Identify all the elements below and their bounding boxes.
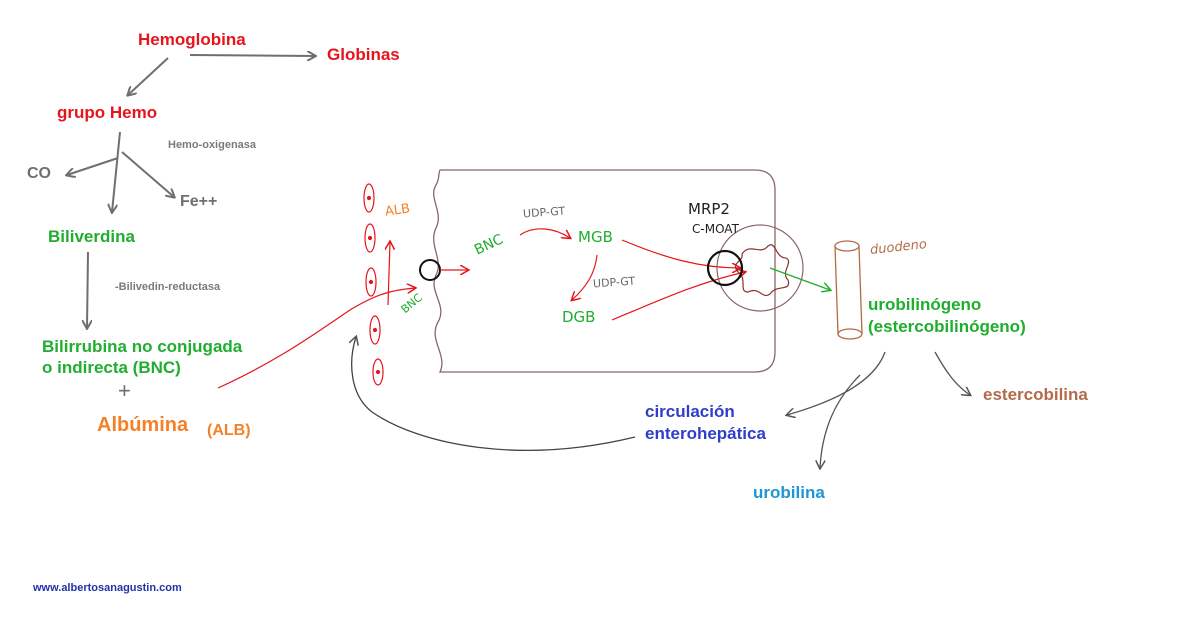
website-link[interactable]: www.albertosanagustin.com [33,582,182,594]
arrow-mgb-mrp2 [621,239,740,268]
arrow-hemoglobina-globinas [189,55,315,56]
arrow-mgb-dgb [572,254,598,300]
hw-cmoat: C-MOAT [692,222,739,236]
label-fe: Fe++ [180,193,218,210]
label-globinas: Globinas [327,45,400,64]
arrow-to-fe [121,151,174,197]
hepatocyte-cell [433,169,776,373]
transporter-circle [419,259,441,281]
arrow-alb-up [388,242,390,306]
canaliculus-inner [734,244,790,296]
label-hemo-oxigenasa: Hemo-oxigenasa [168,139,257,151]
label-circulacion: circulación [645,402,735,421]
hw-mrp2: MRP2 [688,200,730,218]
label-hemoglobina: Hemoglobina [138,30,246,49]
arrow-dgb-mrp2 [611,272,745,321]
hw-mgb: MGB [578,228,613,246]
arrow-bnc-mgb [519,228,570,238]
label-urobilinogeno: urobilinógeno [868,295,982,314]
label-urobilina: urobilina [753,483,825,502]
label-albumina: Albúmina [97,414,189,436]
label-estercobilinogeno: (estercobilinógeno) [868,317,1026,336]
label-bnc-line2: o indirecta (BNC) [42,358,181,377]
bnc-alb-curve [217,288,415,389]
red-blood-cells [363,183,384,386]
mrp2-transporter-circle [706,249,744,287]
label-alb-abbr: (ALB) [207,422,251,439]
duodeno-tube [834,240,863,340]
label-enterohepatica: enterohepática [645,424,766,443]
hw-dgb: DGB [562,308,596,326]
label-bnc-line1: Bilirrubina no conjugada [42,337,243,356]
arrow-to-biliverdina [112,131,121,212]
arrow-to-estercobilina [934,351,970,395]
label-plus: + [118,378,131,403]
label-bilivedin-reductasa: -Bilivedin-reductasa [115,281,221,293]
arrow-to-urobilina [820,374,861,468]
arrow-to-duodeno [769,267,830,290]
canaliculus-circle [716,224,804,312]
label-biliverdina: Biliverdina [48,227,135,246]
arrow-hemoglobina-grupo-hemo [128,57,169,95]
arrow-to-bilirrubina [87,251,88,328]
arrow-to-circulacion [787,351,886,415]
enterohepatic-return-curve [352,337,636,451]
label-grupo-hemo: grupo Hemo [57,103,158,122]
arrow-to-co [67,157,119,175]
label-co: CO [27,165,51,182]
label-estercobilina: estercobilina [983,385,1088,404]
